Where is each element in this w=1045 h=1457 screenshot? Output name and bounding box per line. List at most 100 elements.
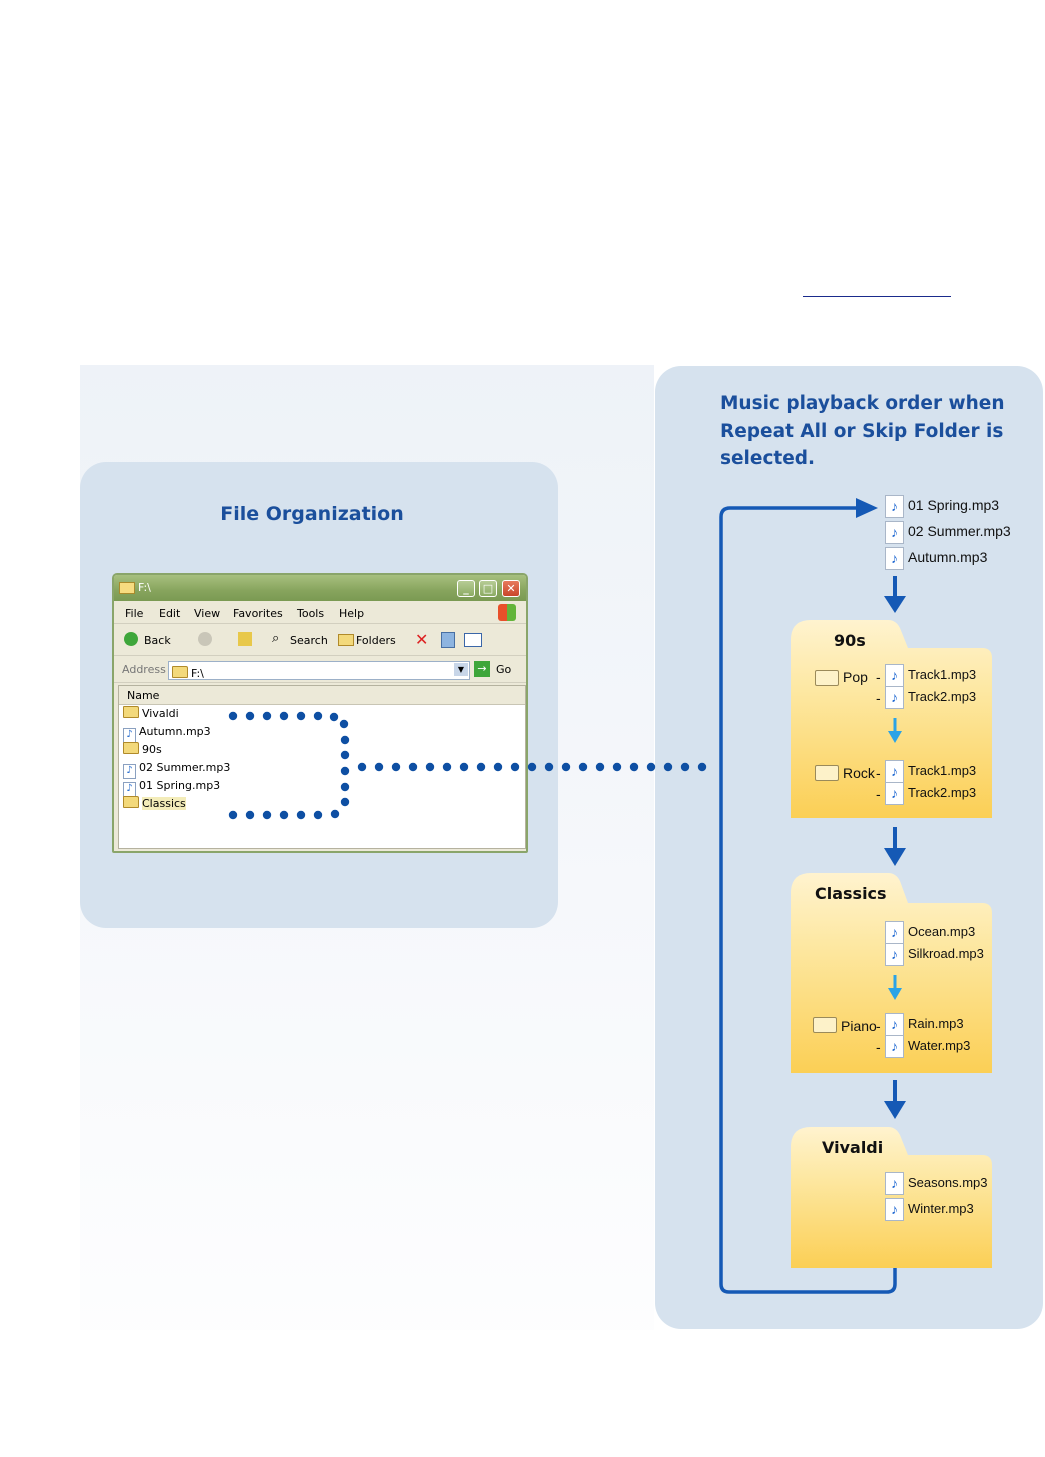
folder-icon (123, 742, 139, 754)
menu-edit[interactable]: Edit (159, 607, 181, 620)
menu-favorites[interactable]: Favorites (233, 607, 283, 620)
file-list: Name Vivaldi ♪Autumn.mp3 90s ♪02 Summer.… (118, 685, 526, 849)
music-note-icon: ♪ (885, 921, 904, 944)
list-item: ♪Ocean.mp3 (885, 921, 975, 944)
dot (340, 782, 350, 792)
file-label: Ocean.mp3 (908, 923, 976, 939)
file-label: 01 Spring.mp3 (908, 497, 1000, 514)
file-label: Autumn.mp3 (908, 549, 988, 566)
file-label: Track1.mp3 (908, 666, 977, 682)
dash: - (876, 786, 881, 802)
menu-view[interactable]: View (194, 607, 221, 620)
music-note-icon: ♪ (885, 1013, 904, 1036)
list-item[interactable]: 90s (123, 741, 162, 758)
menu-file[interactable]: File (125, 607, 144, 620)
item-label: 01 Spring.mp3 (139, 779, 221, 792)
list-item[interactable]: Classics (123, 795, 186, 812)
music-file-icon: ♪ (123, 782, 136, 797)
dot (339, 719, 349, 729)
list-item[interactable]: ♪02 Summer.mp3 (123, 759, 231, 779)
dash: - (876, 690, 881, 706)
search-icon[interactable]: ⌕ (272, 631, 280, 646)
dot (262, 810, 272, 820)
item-label: Classics (142, 797, 186, 810)
arrow-head (884, 1101, 906, 1119)
dot (527, 762, 537, 772)
item-label: 02 Summer.mp3 (139, 761, 231, 774)
music-note-icon: ♪ (885, 943, 904, 966)
folder-icon (815, 765, 839, 781)
small-arrow-head (888, 731, 902, 743)
list-item: ♪01 Spring.mp3 (885, 495, 999, 518)
dot (595, 762, 605, 772)
music-note-icon: ♪ (885, 547, 904, 570)
arrow-head (884, 596, 906, 613)
close-button[interactable]: ✕ (502, 580, 520, 597)
toolbar: Back ⌕ Search Folders ✕ (114, 625, 526, 656)
dot (313, 810, 323, 820)
undo-icon[interactable] (441, 632, 455, 648)
dot (340, 735, 350, 745)
menu-bar: File Edit View Favorites Tools Help (114, 603, 526, 624)
folder-name: Vivaldi (822, 1138, 884, 1157)
minimize-button[interactable]: _ (457, 580, 475, 597)
music-note-icon: ♪ (885, 495, 904, 518)
folder-icon (119, 582, 135, 594)
file-label: Water.mp3 (908, 1037, 971, 1053)
playback-order-title: Music playback order when Repeat All or … (720, 393, 1005, 469)
dropdown-icon[interactable]: ▼ (454, 663, 468, 676)
folders-icon[interactable] (338, 634, 354, 646)
list-item[interactable]: Vivaldi (123, 705, 179, 722)
dot (313, 711, 323, 721)
music-note-icon: ♪ (885, 1172, 904, 1195)
music-note-icon: ♪ (885, 1198, 904, 1221)
dot (476, 762, 486, 772)
views-icon[interactable] (464, 633, 482, 647)
delete-icon[interactable]: ✕ (415, 630, 429, 649)
list-item: ♪Track1.mp3 (885, 664, 976, 687)
arrow-head (884, 848, 906, 866)
forward-icon[interactable] (198, 632, 212, 646)
back-button[interactable]: Back (144, 634, 171, 647)
repeat-loop-line (719, 506, 897, 1294)
menu-tools[interactable]: Tools (297, 607, 325, 620)
subfolder-label: Rock (843, 765, 875, 781)
folders-button[interactable]: Folders (356, 634, 396, 647)
hyperlink-underline[interactable] (803, 296, 951, 297)
go-button[interactable]: Go (496, 663, 512, 676)
file-label: Silkroad.mp3 (908, 945, 984, 961)
dot (329, 712, 339, 722)
list-item: ♪Winter.mp3 (885, 1198, 974, 1221)
music-note-icon: ♪ (885, 782, 904, 805)
music-file-icon: ♪ (123, 764, 136, 779)
list-item: ♪Seasons.mp3 (885, 1172, 988, 1195)
address-bar: Address F:\ ▼ → Go (114, 658, 526, 683)
folder-icon (123, 706, 139, 718)
dot (296, 711, 306, 721)
up-folder-icon[interactable] (238, 632, 252, 646)
maximize-button[interactable]: □ (479, 580, 497, 597)
search-button[interactable]: Search (290, 634, 328, 647)
dot (330, 809, 340, 819)
music-file-icon: ♪ (123, 728, 136, 743)
dot (544, 762, 554, 772)
back-icon[interactable] (124, 632, 138, 646)
dot (279, 711, 289, 721)
list-item[interactable]: ♪Autumn.mp3 (123, 723, 211, 743)
menu-help[interactable]: Help (339, 607, 365, 620)
subfolder-label: Pop (843, 669, 868, 685)
list-item[interactable]: ♪01 Spring.mp3 (123, 777, 221, 797)
music-note-icon: ♪ (885, 760, 904, 783)
dot (340, 750, 350, 760)
music-note-icon: ♪ (885, 686, 904, 709)
name-column-header[interactable]: Name (119, 686, 525, 705)
loop-arrowhead (856, 498, 878, 518)
file-label: Track2.mp3 (908, 784, 977, 800)
dot (442, 762, 452, 772)
file-label: Track1.mp3 (908, 762, 977, 778)
dot (629, 762, 639, 772)
address-input[interactable]: F:\ ▼ (168, 661, 470, 680)
go-icon[interactable]: → (474, 661, 490, 677)
item-label: Vivaldi (142, 707, 179, 720)
window-titlebar[interactable]: F:\ _ □ ✕ (114, 575, 526, 601)
